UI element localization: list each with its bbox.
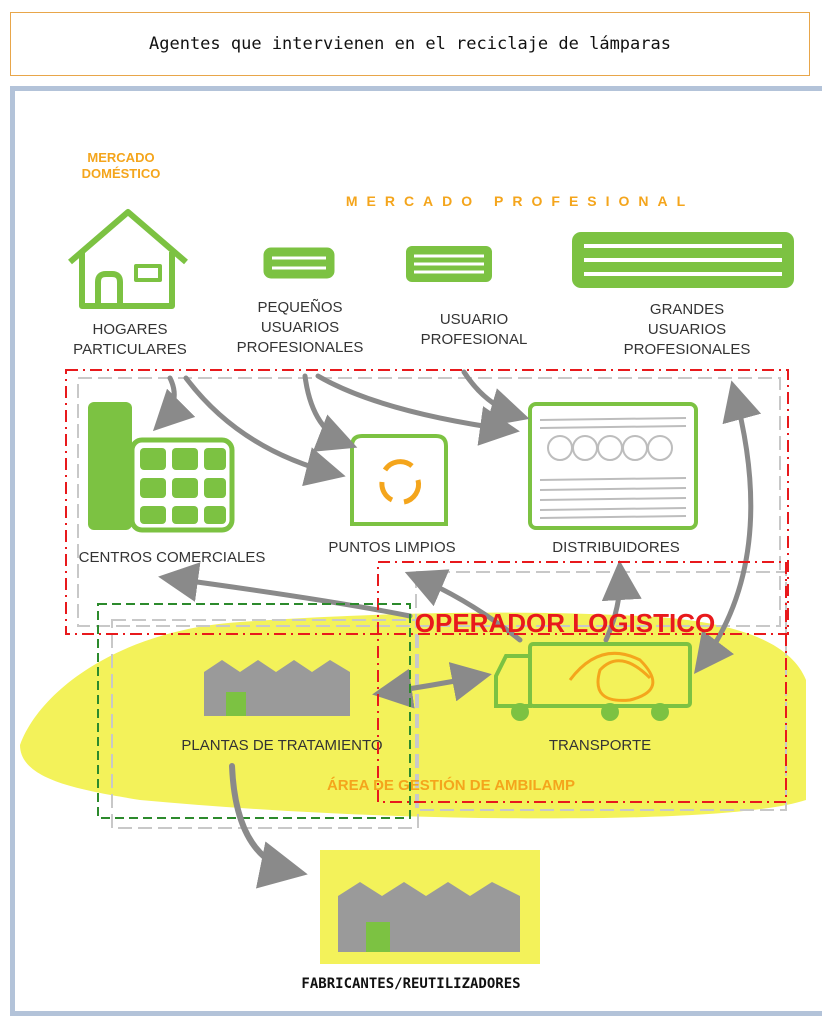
treatment-plant-icon	[204, 660, 350, 716]
to-manufacturers-arrow	[229, 763, 308, 889]
house-icon	[68, 209, 188, 309]
plantas-gray-box	[111, 619, 419, 829]
transporte-label: TRANSPORTE	[549, 737, 651, 754]
operador-logistico-label: OPERADOR LOGISTICO	[415, 608, 715, 638]
distribuidores-label: DISTRIBUIDORES	[552, 539, 680, 556]
small-fixture-icon	[263, 247, 335, 279]
grandes-label-2: USUARIOS	[648, 321, 726, 338]
flow-arrows	[152, 369, 762, 709]
medium-fixture-icon	[406, 246, 492, 282]
collection-gray-box	[77, 377, 781, 627]
pequenos-label-1: PEQUEÑOS	[257, 299, 342, 316]
ambilamp-area-label: ÁREA DE GESTIÓN DE AMBILAMP	[327, 776, 575, 794]
plantas-green-box	[97, 603, 411, 819]
professional-market-heading: MERCADO PROFESIONAL	[346, 193, 694, 209]
pequenos-label-3: PROFESIONALES	[237, 339, 364, 356]
plantas-label: PLANTAS DE TRATAMIENTO	[181, 737, 382, 754]
large-fixture-icon	[572, 232, 794, 288]
lamp-pile-icon	[528, 402, 698, 530]
domestic-market-line2: DOMÉSTICO	[82, 166, 161, 181]
recycling-point-icon	[350, 434, 448, 526]
hogares-label-2: PARTICULARES	[73, 341, 187, 358]
domestic-market-line1: MERCADO	[87, 150, 154, 165]
operador-red-box	[377, 561, 787, 803]
page-title: Agentes que intervienen en el reciclaje …	[149, 34, 671, 54]
collection-red-box	[65, 369, 789, 635]
grandes-label-1: GRANDES	[650, 301, 724, 318]
hogares-label-1: HOGARES	[92, 321, 167, 338]
fabricantes-label: FABRICANTES/REUTILIZADORES	[301, 976, 521, 992]
centros-label: CENTROS COMERCIALES	[79, 549, 266, 566]
truck-icon	[494, 642, 692, 721]
grandes-label-3: PROFESIONALES	[624, 341, 751, 358]
manufacturer-factory-icon	[338, 882, 520, 952]
usuario-label-1: USUARIO	[440, 311, 508, 328]
title-box: Agentes que intervienen en el reciclaje …	[10, 12, 810, 76]
shopping-center-icon	[88, 402, 235, 533]
usuario-label-2: PROFESIONAL	[421, 331, 528, 348]
puntos-label: PUNTOS LIMPIOS	[328, 539, 455, 556]
pequenos-label-2: USUARIOS	[261, 319, 339, 336]
